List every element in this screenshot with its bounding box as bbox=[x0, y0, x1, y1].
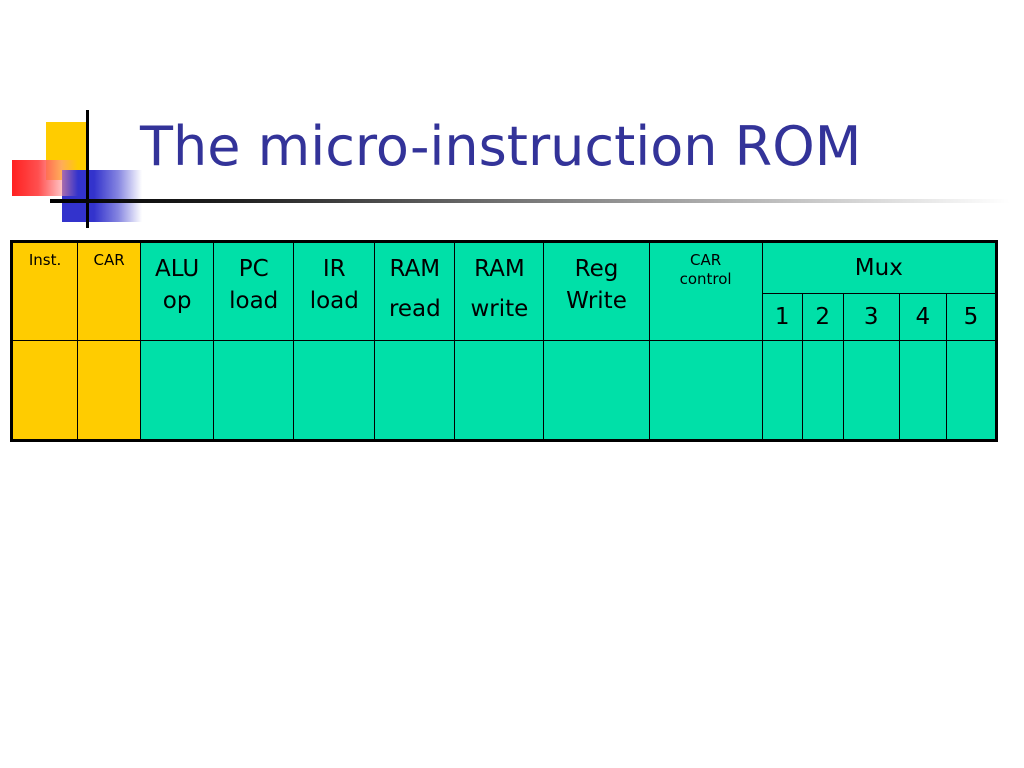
cell-ram-write bbox=[454, 340, 545, 441]
header-reg-write-line1: Reg bbox=[574, 256, 619, 282]
header-ir-load-line2: load bbox=[309, 288, 359, 314]
header-pc-load-line2: load bbox=[229, 288, 279, 314]
header-ram-write: RAM write bbox=[454, 241, 545, 341]
micro-instruction-rom-table: Inst. CAR ALU op PC load IR load RAM rea… bbox=[10, 240, 998, 442]
cell-mux-4 bbox=[898, 340, 947, 441]
header-ram-read: RAM read bbox=[374, 241, 456, 341]
header-mux-4: 4 bbox=[898, 293, 947, 341]
header-pc-load-line1: PC bbox=[238, 256, 269, 282]
cell-inst bbox=[10, 340, 79, 441]
cell-mux-1 bbox=[761, 340, 803, 441]
header-ram-write-line2: write bbox=[470, 296, 529, 322]
header-inst: Inst. bbox=[10, 241, 79, 341]
header-mux-5: 5 bbox=[945, 293, 998, 341]
header-ram-write-line1: RAM bbox=[474, 256, 525, 282]
cell-mux-5 bbox=[945, 340, 998, 441]
table-row bbox=[10, 340, 998, 441]
slide-title: The micro-instruction ROM bbox=[140, 115, 862, 178]
header-ram-read-line1: RAM bbox=[389, 256, 441, 282]
logo-red-square bbox=[12, 160, 78, 196]
header-ram-read-line2: read bbox=[388, 296, 441, 322]
logo-vertical-line bbox=[86, 110, 89, 228]
header-pc-load: PC load bbox=[213, 241, 295, 341]
header-reg-write-line2: Write bbox=[566, 288, 627, 314]
title-underline bbox=[50, 199, 1010, 203]
header-car-control: CAR control bbox=[648, 241, 763, 341]
header-mux: Mux bbox=[761, 241, 998, 294]
header-car-control-line1: CAR bbox=[690, 251, 722, 269]
header-mux-1: 1 bbox=[761, 293, 803, 341]
header-ir-load-line1: IR bbox=[322, 256, 346, 282]
header-reg-write: Reg Write bbox=[543, 241, 650, 341]
header-alu-op: ALU op bbox=[140, 241, 215, 341]
header-alu-op-line1: ALU bbox=[155, 256, 200, 282]
cell-mux-3 bbox=[842, 340, 900, 441]
header-alu-op-line2: op bbox=[162, 288, 192, 314]
cell-ram-read bbox=[374, 340, 456, 441]
cell-ir-load bbox=[293, 340, 376, 441]
cell-car-control bbox=[648, 340, 763, 441]
cell-pc-load bbox=[213, 340, 295, 441]
header-mux-3: 3 bbox=[842, 293, 900, 341]
header-ir-load: IR load bbox=[293, 241, 376, 341]
header-mux-2: 2 bbox=[801, 293, 844, 341]
cell-car bbox=[77, 340, 142, 441]
cell-reg-write bbox=[543, 340, 650, 441]
cell-mux-2 bbox=[801, 340, 844, 441]
header-car-control-line2: control bbox=[679, 270, 732, 288]
header-car: CAR bbox=[77, 241, 142, 341]
cell-alu-op bbox=[140, 340, 215, 441]
